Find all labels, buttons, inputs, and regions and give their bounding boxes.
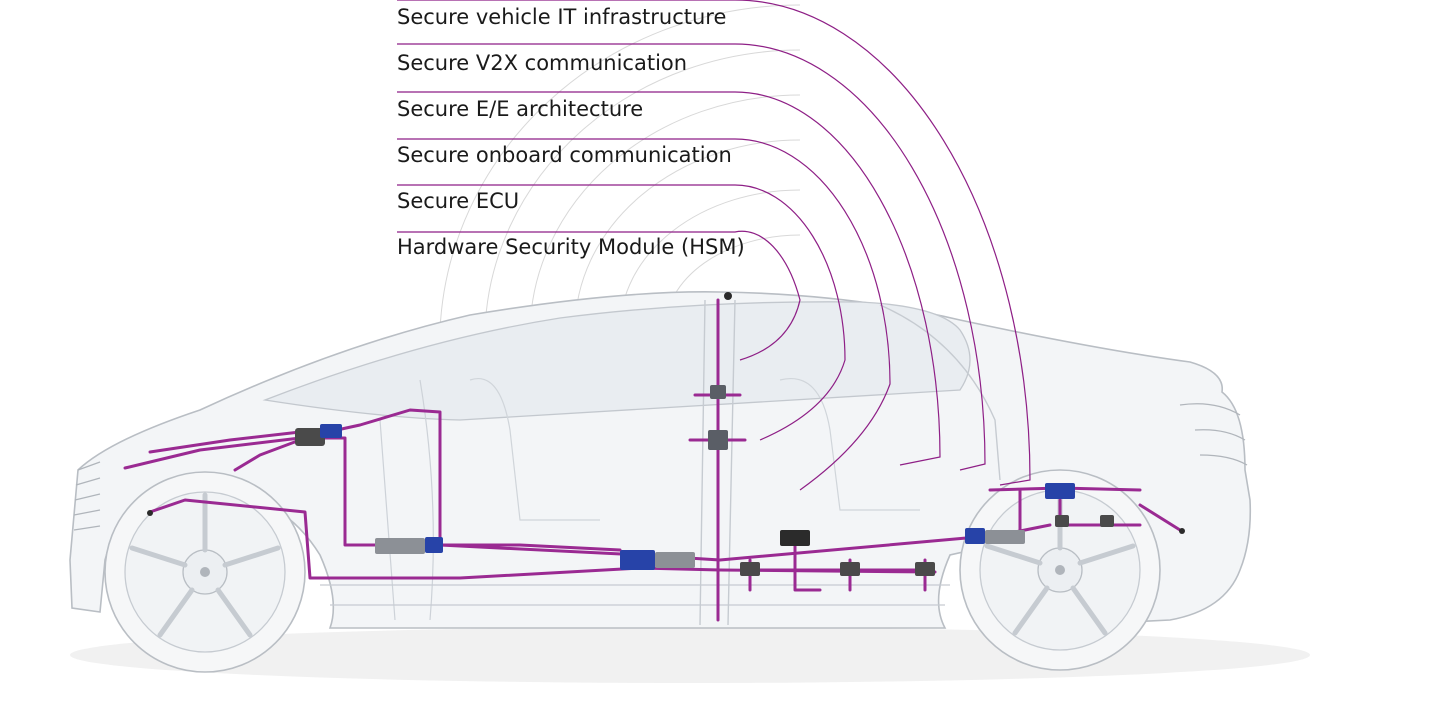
ecu-rear-small [1055, 515, 1069, 527]
layer-label-onboard-communication: Secure onboard communication [397, 143, 732, 167]
ecu-front-right [320, 424, 342, 438]
ecu-central [620, 550, 655, 570]
ecu-rear-gateway [965, 528, 985, 544]
front-wheel [104, 471, 306, 673]
ecu-rear-top [1045, 483, 1075, 499]
ecu-floor-1 [780, 530, 810, 546]
sensor-roof [724, 292, 732, 300]
gray-arc-rings [439, 4, 801, 331]
ecu-battery-front [375, 538, 425, 554]
front-grille [73, 461, 101, 531]
arc-hsm [397, 230, 801, 361]
ecu-rear-small-2 [1100, 515, 1114, 527]
arc-v2x [397, 43, 986, 471]
window-outline [262, 301, 971, 421]
layer-label-ee-architecture: Secure E/E architecture [397, 97, 644, 121]
side-sill [320, 584, 950, 606]
ecu-floor-2 [740, 562, 760, 576]
sensor-rear [1179, 528, 1185, 534]
ecu-gateway-left [425, 537, 443, 553]
sensor-front [147, 510, 153, 516]
rear-light [1179, 403, 1248, 466]
layer-label-ecu: Secure ECU [397, 189, 520, 213]
ecu-floor-3 [840, 562, 860, 576]
ecu-floor-4 [915, 562, 935, 576]
ecu-pillar [708, 430, 728, 450]
arc-ee [397, 91, 941, 466]
layer-label-v2x: Secure V2X communication [397, 51, 688, 75]
arc-vehicle-it [397, 0, 1031, 486]
layer-arcs [397, 0, 1031, 491]
ecu-roof [710, 385, 726, 399]
ecu-modules [147, 292, 1185, 576]
ecu-front-left [295, 428, 325, 446]
seat-front [469, 378, 600, 521]
c-pillar [879, 304, 1001, 481]
ecu-rear-box [985, 530, 1025, 544]
layer-label-vehicle-it: Secure vehicle IT infrastructure [397, 5, 727, 29]
arc-ecu [397, 184, 846, 441]
layer-label-hsm: Hardware Security Module (HSM) [397, 235, 745, 259]
arc-onboard [397, 138, 891, 491]
seat-rear [779, 378, 920, 511]
car-illustration [69, 291, 1252, 673]
ecu-central-box [655, 552, 695, 568]
